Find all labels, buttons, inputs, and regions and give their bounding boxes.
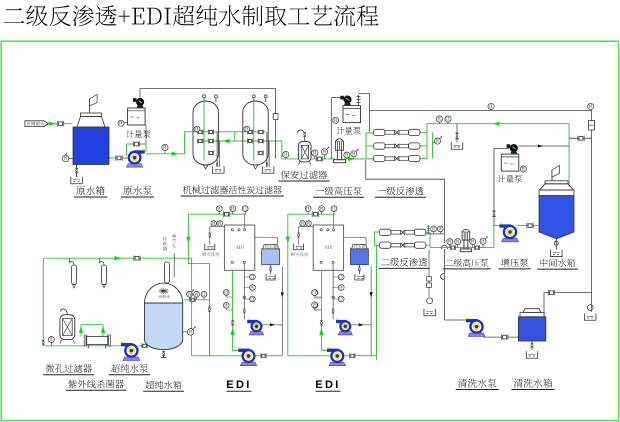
svg-text:EDI: EDI — [226, 379, 252, 391]
svg-text:EDI: EDI — [315, 379, 341, 391]
